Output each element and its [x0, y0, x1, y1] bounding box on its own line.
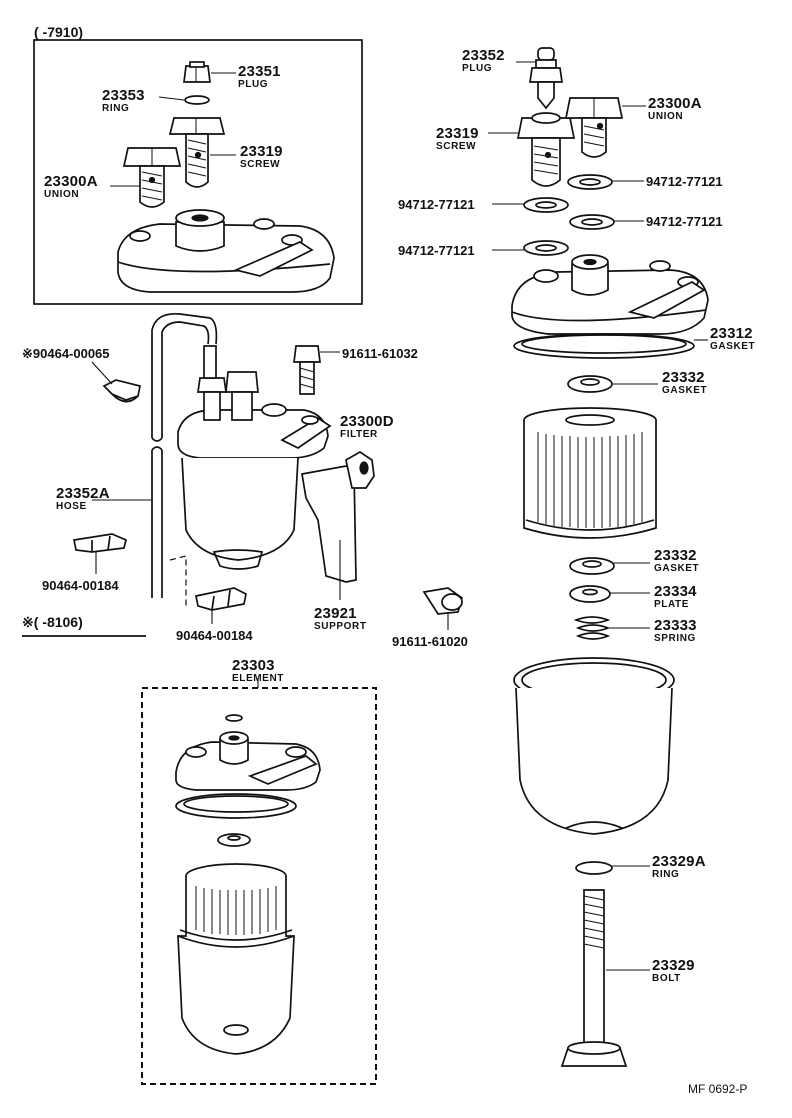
label-clip-90464-00184-b: 90464-00184	[176, 628, 253, 643]
element-right-drawing	[523, 407, 657, 539]
bowl-right-drawing	[513, 657, 675, 835]
gasket-23332-b-drawing	[569, 557, 615, 575]
element-23303-frame	[141, 687, 377, 1085]
washer-drawings	[492, 174, 644, 256]
ring-23353-drawing	[184, 95, 210, 105]
plug-23351-drawing	[183, 61, 236, 83]
union-23300A-right-drawing	[564, 97, 646, 158]
clip-90464-00184-b-drawing	[195, 587, 247, 624]
label-washer-1: 94712-77121	[646, 174, 723, 189]
bolt-91611-61032-drawing	[293, 345, 340, 395]
label-washer-3: 94712-77121	[646, 214, 723, 229]
filter-head-right-drawing	[511, 254, 709, 335]
label-washer-2: 94712-77121	[398, 197, 475, 212]
range-label-mid: ※( -8106)	[22, 614, 83, 630]
label-washer-4: 94712-77121	[398, 243, 475, 258]
plug-23352-drawing	[516, 47, 563, 110]
range-label-top: ( -7910)	[34, 24, 84, 40]
diagram-code: MF 0692-P	[688, 1082, 748, 1096]
filter-head-inset-drawing	[117, 209, 335, 293]
screw-23319-left-drawing	[168, 117, 236, 188]
union-23300A-left-drawing	[110, 147, 182, 208]
clip-90464-00184-a-drawing	[72, 533, 128, 574]
screw-23319-right-drawing	[488, 112, 576, 187]
bolt-91611-61020-drawing	[422, 587, 463, 630]
label-clip-90464-00065: ※90464-00065	[22, 346, 110, 361]
label-clip-90464-00184-a: 90464-00184	[42, 578, 119, 593]
label-bolt-91611-61020: 91611-61020	[392, 634, 468, 649]
spring-23333-drawing	[573, 616, 650, 640]
bolt-23329-drawing	[560, 889, 650, 1067]
filter-assembly-23300D-drawing	[151, 312, 332, 598]
ring-23329A-drawing	[575, 861, 613, 875]
clip-90464-00065-drawing	[91, 361, 141, 403]
element-23303-contents-drawing	[175, 714, 321, 1055]
inset-frame-7910	[33, 39, 363, 305]
label-bolt-91611-61032: 91611-61032	[342, 346, 418, 361]
support-23921-drawing	[301, 451, 375, 600]
